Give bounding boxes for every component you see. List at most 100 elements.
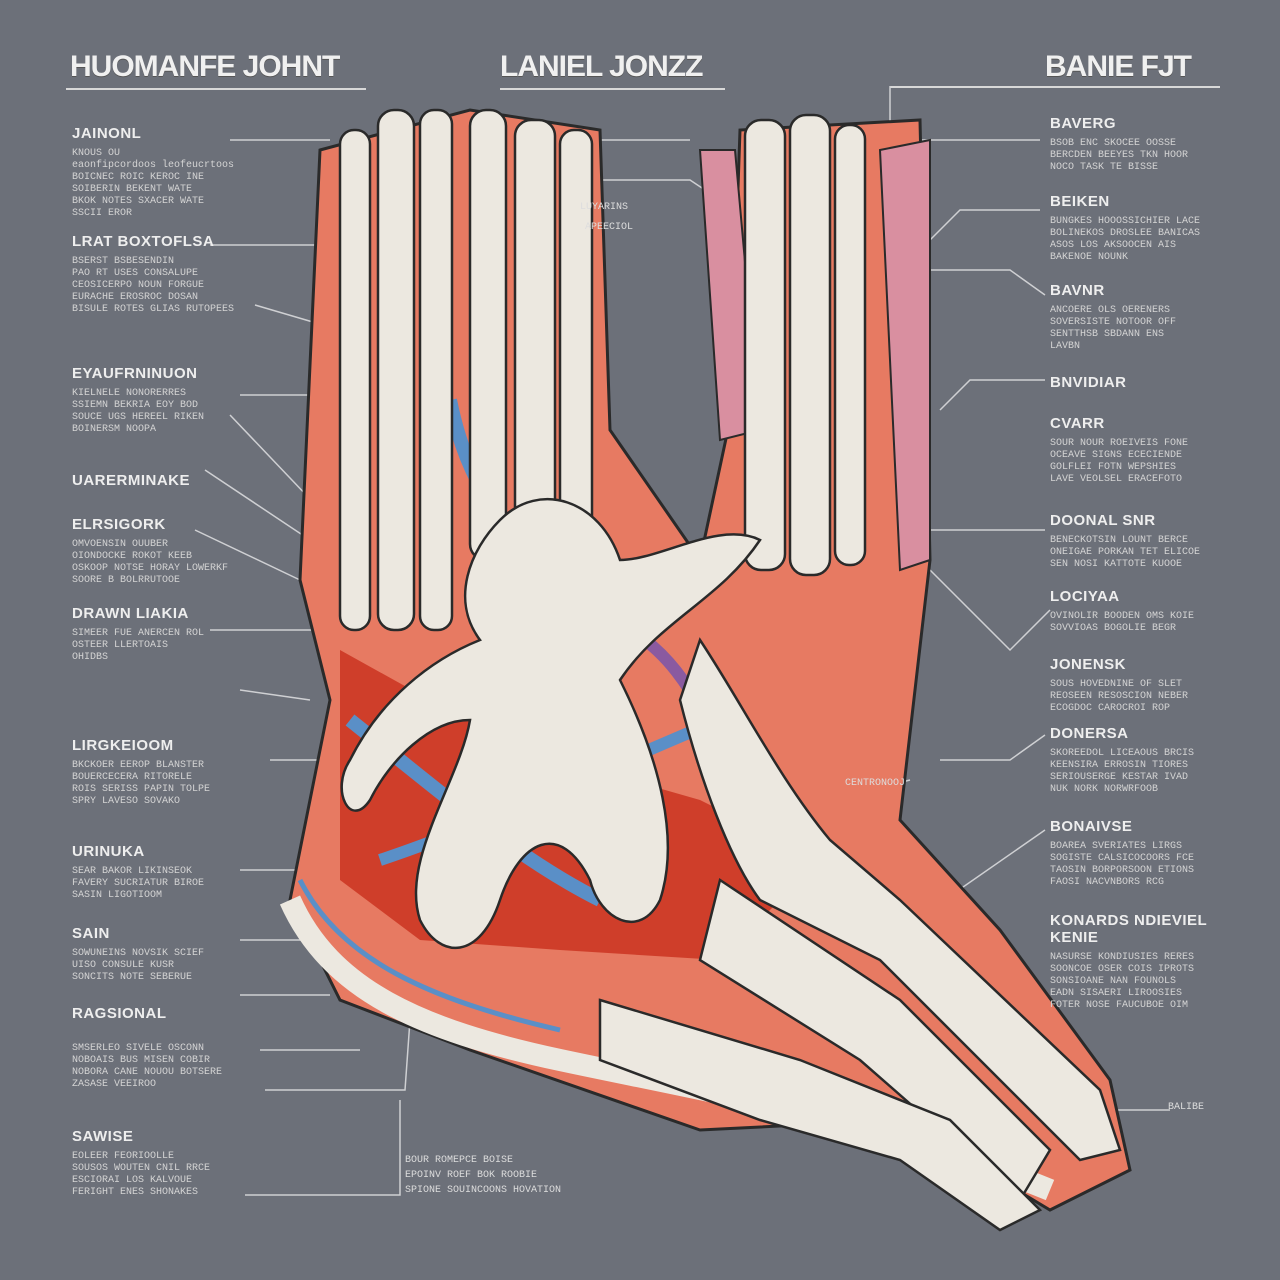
annotation-heading: BAVERG xyxy=(1050,115,1117,132)
center-label-upper-1: LUYARINS xyxy=(580,202,629,213)
annotation-block: BNVIDIAR xyxy=(1050,374,1240,397)
annotation-text: ONEIGAE PORKAN TET ELICOE xyxy=(1050,547,1201,558)
annotation-text: FERIGHT ENES SHONAKES xyxy=(72,1187,199,1198)
annotation-text: BSERST BSBESENDIN xyxy=(72,256,175,267)
annotation-text: BENECKOTSIN LOUNT BERCE xyxy=(1050,535,1189,546)
annotation-text: SEAR BAKOR LIKINSEOK xyxy=(72,866,193,877)
annotation-text: SOUR NOUR ROEIVEIS FONE xyxy=(1050,438,1189,449)
annotation-text: SKOREEDOL LICEAOUS BRCIS xyxy=(1050,748,1195,759)
annotation-text: SSCII EROR xyxy=(72,208,133,219)
annotation-heading: EYAUFRNINUON xyxy=(72,365,198,382)
annotation-heading: DOONAL SNR xyxy=(1050,512,1156,529)
annotation-text: SMSERLEO SIVELE OSCONN xyxy=(72,1043,205,1054)
annotation-heading: SAIN xyxy=(72,925,110,942)
center-bottom-line-2: EPOINV ROEF BOK ROOBIE xyxy=(405,1170,538,1181)
annotation-text: SOVERSISTE NOTOOR OFF xyxy=(1050,317,1177,328)
annotation-heading: LRAT BOXTOFLSA xyxy=(72,233,215,250)
annotation-text: NOBORA CANE NOUOU BOTSERE xyxy=(72,1067,223,1078)
annotation-heading: BAVNR xyxy=(1050,282,1105,299)
title-right-underline xyxy=(890,86,1220,88)
annotation-heading: RAGSIONAL xyxy=(72,1005,167,1022)
annotation-text: BSOB ENC SKOCEE OOSSE xyxy=(1050,138,1177,149)
annotation-text: OSKOOP NOTSE HORAY LOWERKF xyxy=(72,563,229,574)
annotation-text: OMVOENSIN OUUBER xyxy=(72,539,169,550)
annotation-text: SOORE B BOLRRUTOOE xyxy=(72,575,181,586)
annotation-text: SSIEMN BEKRIA EOY BOD xyxy=(72,400,199,411)
annotation-text: SONSIOANE NAN FOUNOLS xyxy=(1050,976,1177,987)
annotation-text: REOSEEN RESOSCION NEBER xyxy=(1050,691,1189,702)
annotation-text: SOUSOS WOUTEN CNIL RRCE xyxy=(72,1163,211,1174)
annotation-text: SOUS HOVEDNINE OF SLET xyxy=(1050,679,1183,690)
title-center-underline xyxy=(500,88,725,90)
annotation-text: PAO RT USES CONSALUPE xyxy=(72,268,199,279)
annotation-text: SEN NOSI KATTOTE KUOOE xyxy=(1050,559,1183,570)
annotation-text: SOUCE UGS HEREEL RIKEN xyxy=(72,412,205,423)
annotation-heading: LOCIYAA xyxy=(1050,588,1120,605)
annotation-text: BAKENOE NOUNK xyxy=(1050,252,1129,263)
annotation-text: BKCKOER EEROP BLANSTER xyxy=(72,760,205,771)
annotation-block: RAGSIONAL xyxy=(72,1005,262,1028)
annotation-text: SENTTHSB SBDANN ENS xyxy=(1050,329,1165,340)
annotation-text: SOWUNEINS NOVSIK SCIEF xyxy=(72,948,205,959)
annotation-text: ANCOERE OLS OERENERS xyxy=(1050,305,1171,316)
annotation-text: SONCITS NOTE SEBERUE xyxy=(72,972,193,983)
annotation-heading: BEIKEN xyxy=(1050,193,1110,210)
center-label-mid: CENTRONOOJ xyxy=(845,778,906,789)
annotation-heading: DRAWN LIAKIA xyxy=(72,605,189,622)
annotation-heading: KONARDS NDIEVIEL KENIE xyxy=(1050,912,1207,946)
annotation-heading: UARERMINAKE xyxy=(72,472,190,489)
annotation-text: OVINOLIR BOODEN OMS KOIE xyxy=(1050,611,1195,622)
annotation-text: SOIBERIN BEKENT WATE xyxy=(72,184,193,195)
annotation-text: ROIS SERISS PAPIN TOLPE xyxy=(72,784,211,795)
annotation-heading: ELRSIGORK xyxy=(72,516,166,533)
annotation-text: NUK NORK NORWRFOOB xyxy=(1050,784,1159,795)
annotation-text: NASURSE KONDIUSIES RERES xyxy=(1050,952,1195,963)
bones xyxy=(338,108,1122,1232)
annotation-text: UISO CONSULE KUSR xyxy=(72,960,175,971)
annotation-text: ASOS LOS AKSOOCEN AIS xyxy=(1050,240,1177,251)
annotation-heading: DONERSA xyxy=(1050,725,1129,742)
annotation-text: BOUERCECERA RITORELE xyxy=(72,772,193,783)
title-left: HUOMANFE JOHNT xyxy=(70,50,340,83)
annotation-text: BKOK NOTES SXACER WATE xyxy=(72,196,205,207)
annotation-text: SOVVIOAS BOGOLIE BEGR xyxy=(1050,623,1177,634)
annotation-text: BERCDEN BEEYES TKN HOOR xyxy=(1050,150,1189,161)
annotation-text: ZASASE VEEIROO xyxy=(72,1079,157,1090)
annotation-block: UARERMINAKE xyxy=(72,472,262,495)
annotation-heading: CVARR xyxy=(1050,415,1105,432)
annotation-text: OSTEER LLERTOAIS xyxy=(72,640,169,651)
annotation-text: BOICNEC ROIC KEROC INE xyxy=(72,172,205,183)
title-right: BANIE FJT xyxy=(1045,50,1192,83)
annotation-text: KNOUS OU xyxy=(72,148,121,159)
annotation-text: OHIDBS xyxy=(72,652,109,663)
annotation-heading: JAINONL xyxy=(72,125,142,142)
annotation-text: LAVE VEOLSEL ERACEFOTO xyxy=(1050,474,1183,485)
annotation-text: FAOSI NACVNBORS RCG xyxy=(1050,877,1165,888)
annotation-text: BOINERSM NOOPA xyxy=(72,424,157,435)
center-label-toe: BALIBE xyxy=(1168,1102,1205,1113)
annotation-text: BISULE ROTES GLIAS RUTOPEES xyxy=(72,304,235,315)
annotation-text: SOONCOE OSER COIS IPROTS xyxy=(1050,964,1195,975)
annotation-heading: SAWISE xyxy=(72,1128,134,1145)
annotation-text: SASIN LIGOTIOOM xyxy=(72,890,163,901)
annotation-text: EADN SISAERI LIROOSIES xyxy=(1050,988,1183,999)
annotation-text: eaonfipcordoos leofeucrtoos xyxy=(72,160,235,171)
annotation-text: KEENSIRA ERROSIN TIORES xyxy=(1050,760,1189,771)
annotation-text: CEOSICERPO NOUN FORGUE xyxy=(72,280,205,291)
